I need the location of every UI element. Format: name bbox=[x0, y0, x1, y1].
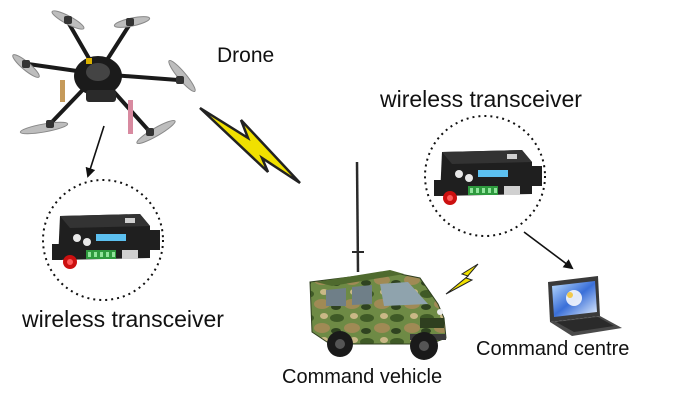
label-command-centre: Command centre bbox=[476, 338, 630, 360]
arrow-transceiver-to-laptop bbox=[523, 231, 574, 270]
arrow-drone-to-transceiver bbox=[85, 125, 105, 178]
label-command-vehicle: Command vehicle bbox=[282, 366, 443, 388]
transceiver-left-icon bbox=[42, 179, 164, 301]
label-transceiver-left: wireless transceiver bbox=[22, 306, 224, 332]
vehicle-icon bbox=[309, 161, 447, 360]
transceiver-right-icon bbox=[424, 115, 546, 237]
drone-icon bbox=[12, 10, 196, 145]
lightning-small-icon bbox=[445, 263, 479, 295]
label-transceiver-right: wireless transceiver bbox=[380, 86, 582, 112]
lightning-big-icon bbox=[199, 106, 301, 185]
laptop-icon bbox=[548, 276, 622, 336]
label-drone: Drone bbox=[217, 44, 275, 67]
